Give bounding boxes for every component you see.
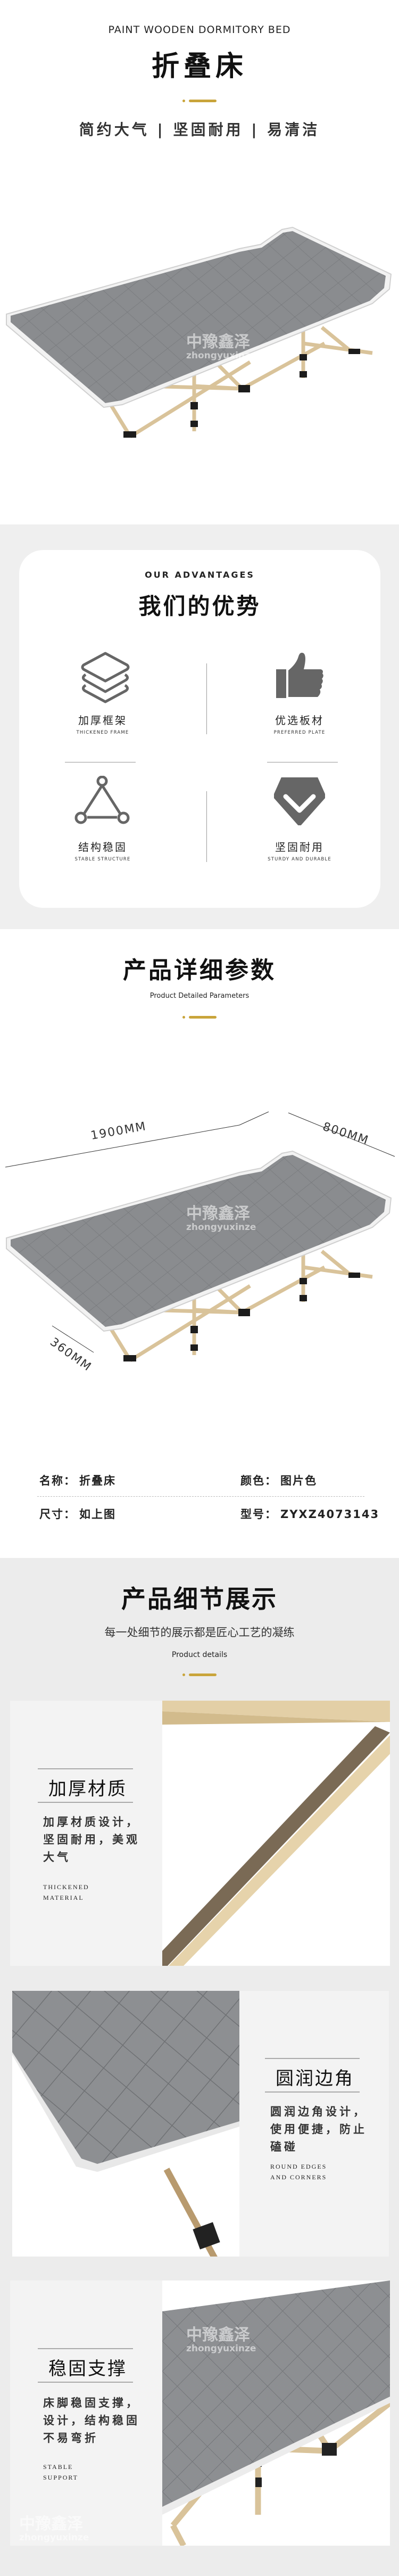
advantages-eyebrow: OUR ADVANTAGES (145, 570, 255, 580)
advantage-item-stable-structure: 结构稳固 STABLE STRUCTURE (34, 776, 172, 866)
details-section: 产品细节展示 每一处细节的展示都是匠心工艺的凝练 Product details… (0, 1558, 399, 2576)
title-rule (38, 2382, 133, 2383)
diamond-check-icon (274, 777, 325, 825)
advantage-label: 坚固耐用 (275, 841, 324, 854)
detail-image-leg-support (162, 2280, 390, 2546)
title-rule (38, 2348, 133, 2349)
detail-title: 加厚材质 (48, 1778, 127, 1800)
detail-image-frame-tube (162, 1701, 390, 1966)
parameters-title: 产品详细参数 (123, 957, 276, 984)
bed-product-image (5, 226, 394, 450)
bed-dimension-image (5, 1150, 394, 1374)
advantage-item-thickened-frame: 加厚框架 THICKENED FRAME (34, 651, 172, 742)
detail-body: 床脚稳固支撑，设计，结构稳固不易弯折 (43, 2397, 140, 2444)
parameters-section: 产品详细参数 Product Detailed Parameters 1900M… (0, 929, 399, 1558)
advantages-title: 我们的优势 (138, 593, 261, 619)
advantage-label: 加厚框架 (78, 714, 127, 727)
parameters-subtitle: Product Detailed Parameters (149, 992, 250, 1000)
dimension-lines (5, 1111, 395, 1353)
advantage-item-sturdy-durable: 坚固耐用 STURDY AND DURABLE (230, 776, 369, 866)
advantage-sublabel: THICKENED FRAME (76, 730, 129, 735)
gold-divider (182, 1016, 217, 1019)
details-title: 产品细节展示 (121, 1585, 278, 1613)
hero-tagline: 简约大气 | 坚固耐用 | 易清洁 (79, 121, 320, 138)
title-rule (38, 1768, 133, 1769)
thumbs-up-icon (276, 652, 323, 698)
details-subtitle: Product details (171, 1651, 228, 1659)
detail-body: 加厚材质设计，坚固耐用，美观大气 (43, 1816, 140, 1864)
detail-title: 稳固支撑 (48, 2358, 127, 2380)
triangle-nodes-icon (74, 776, 130, 824)
title-rule (265, 2091, 360, 2093)
title-rule (265, 2058, 360, 2059)
vertical-divider (206, 791, 207, 862)
advantages-section: OUR ADVANTAGES 我们的优势 加厚框架 THICKENED FRAM… (0, 524, 399, 929)
gold-divider (182, 1673, 217, 1676)
spec-color: 颜色：图片色 (240, 1474, 317, 1487)
advantage-label: 优选板材 (275, 714, 324, 727)
layers-icon (81, 652, 130, 703)
vertical-divider (206, 663, 207, 734)
detail-image-rounded-corner (12, 1991, 239, 2257)
spec-size: 尺寸：如上图 (39, 1508, 116, 1521)
advantage-sublabel: STURDY AND DURABLE (268, 857, 331, 862)
spec-model: 型号：ZYXZ4073143 (240, 1508, 380, 1521)
hero-section: PAINT WOODEN DORMITORY BED 折叠床 简约大气 | 坚固… (0, 0, 399, 524)
details-tagline: 每一处细节的展示都是匠心工艺的凝练 (104, 1626, 295, 1639)
spec-name: 名称：折叠床 (39, 1474, 116, 1487)
gold-divider (182, 100, 217, 102)
hero-title: 折叠床 (151, 51, 247, 83)
detail-body: 圆润边角设计，使用便捷，防止磕碰 (270, 2105, 367, 2153)
hero-eyebrow: PAINT WOODEN DORMITORY BED (108, 24, 291, 36)
advantages-card: OUR ADVANTAGES 我们的优势 加厚框架 THICKENED FRAM… (19, 550, 380, 908)
advantage-label: 结构稳固 (78, 841, 127, 854)
title-rule (38, 1802, 133, 1803)
advantage-sublabel: PREFERRED PLATE (273, 730, 326, 735)
folding-bed-illustration (6, 1150, 392, 1362)
detail-title: 圆润边角 (276, 2068, 354, 2089)
spec-divider (37, 1496, 364, 1497)
advantage-item-preferred-plate: 优选板材 PREFERRED PLATE (230, 651, 369, 742)
folding-bed-illustration (6, 226, 392, 438)
advantage-sublabel: STABLE STRUCTURE (74, 857, 131, 862)
